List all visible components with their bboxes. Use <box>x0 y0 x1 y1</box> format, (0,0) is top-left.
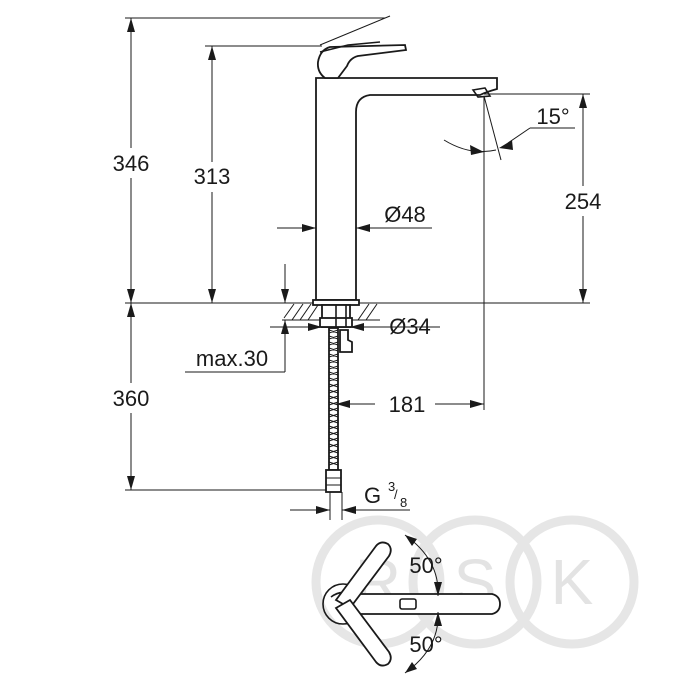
label-outlet-height: 254 <box>565 189 602 214</box>
label-thread-g: G <box>364 483 381 508</box>
label-below-height: 360 <box>113 386 150 411</box>
label-lever-angle-bottom: 50° <box>409 632 442 657</box>
angle-arc-15 <box>443 139 497 153</box>
lever-lower-position <box>334 598 392 667</box>
dim-outlet-height: 254 <box>484 93 610 303</box>
label-lever-angle-top: 50° <box>409 553 442 578</box>
countertop-hatching <box>283 303 378 321</box>
faucet-body <box>312 41 498 520</box>
watermark-circle-3 <box>505 515 639 649</box>
dim-hole-diameter: Ø34 <box>270 314 440 339</box>
watermark-letter-k: K <box>551 546 594 618</box>
lever-top-view: 50° 50° <box>322 534 501 674</box>
dim-max-thickness: max.30 <box>185 264 289 373</box>
dim-thread: G 3 / 8 <box>290 479 410 514</box>
hose-end-fitting <box>325 469 342 493</box>
label-max-thickness: max.30 <box>196 346 268 371</box>
dim-spout-height: 313 <box>186 45 322 303</box>
hose-braid-lines <box>328 329 339 466</box>
label-thread-slash: / <box>394 487 398 502</box>
dim-body-diameter: Ø48 <box>277 202 432 232</box>
lever-projection-line <box>319 15 391 46</box>
label-hole-diameter: Ø34 <box>389 314 431 339</box>
faucet-column <box>315 77 498 301</box>
watermark-circle-2 <box>408 515 542 649</box>
label-thread-denominator: 8 <box>400 495 407 510</box>
lever-upper-position <box>334 541 392 610</box>
small-fitting <box>339 329 353 353</box>
dim-projection: 181 <box>336 390 484 418</box>
hose-braid-pattern <box>328 329 339 466</box>
lever-center-slot <box>399 598 417 610</box>
dim-spout-angle: 15° <box>443 95 575 410</box>
lever-top-edge <box>319 41 381 53</box>
spout-aerator <box>471 87 492 98</box>
dim-total-height: 346 <box>105 15 391 303</box>
label-total-height: 346 <box>113 151 150 176</box>
outlet-angle-line <box>483 95 502 161</box>
label-spout-height: 313 <box>194 164 231 189</box>
lever-center-position <box>342 593 501 615</box>
angle-leader <box>507 127 531 144</box>
label-thread-numerator: 3 <box>388 479 395 494</box>
label-projection: 181 <box>389 392 426 417</box>
label-spout-angle: 15° <box>536 104 569 129</box>
dim-below-height: 360 <box>105 303 326 491</box>
label-body-diameter: Ø48 <box>384 202 426 227</box>
